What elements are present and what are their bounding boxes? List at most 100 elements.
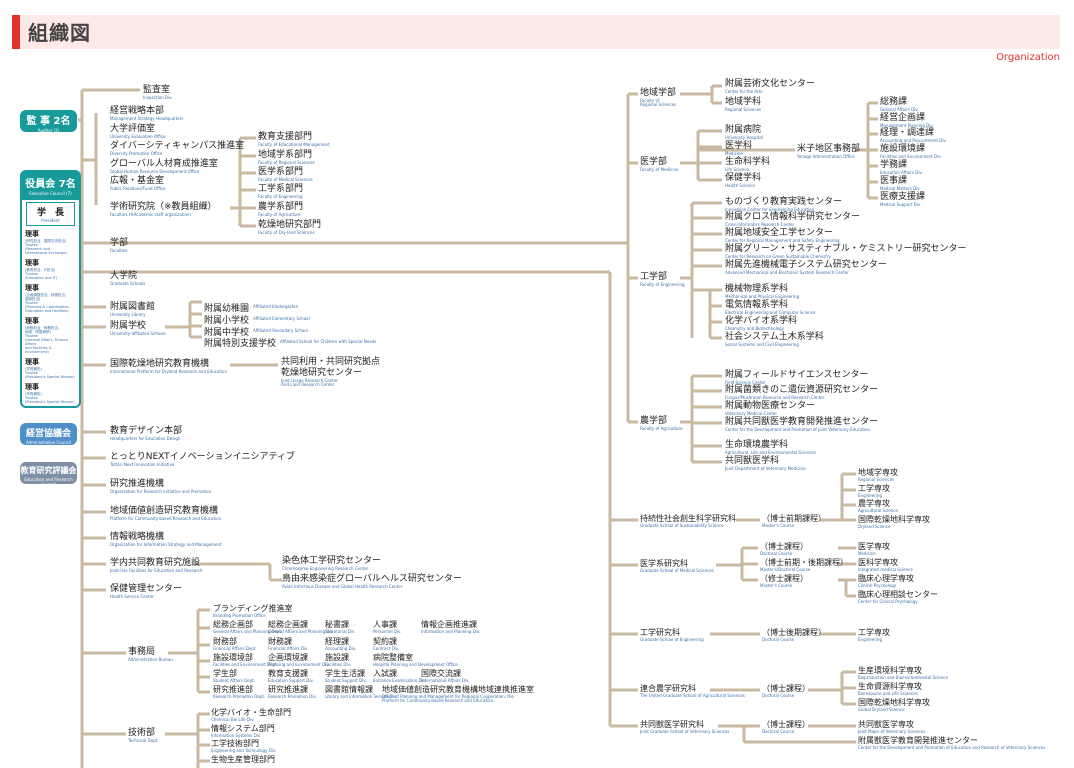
executive-council-box: 役員会 7名 Executive Council (7) 学 長 Preside… [20,170,81,408]
grad-sustainability-course: （博士前期課程）Master's Course [762,514,826,528]
trustee-1: 理事(研究担当、国際交流担当) Trustee (Research and In… [25,230,67,256]
tech-bio-production: 生物生産管理部門 [211,755,275,764]
trustee-2: 理事(教育担当、IT担当) Trustee (Education and IT) [25,259,58,281]
grad-medical-course-1: （博士前期・後期課程）Master's/Doctoral Course [760,558,848,572]
academic-research-institute: 学術研究院（※教員組織）Faculties (※Academic staff o… [110,202,217,217]
grad-medical-course-0: （博士課程）Doctoral Course [760,542,808,556]
grad-medical-course-2: （修士課程）Master's Course [760,574,808,588]
header-accent-bar [12,15,20,49]
arid-land-research-center: 共同利用・共同研究拠点 乾燥地研究センター Joint Usage Resear… [281,357,381,387]
trustee-6: 理事(学長補佐) Trustee (President's Special Mi… [25,383,75,405]
auditor-box: 監 事 2名 Auditor (2) [20,110,77,133]
trustee-5: 理事(学長補佐) Trustee (President's Special Mi… [25,358,75,380]
grad-engineering-course: （博士後期課程）Doctoral Course [762,628,826,642]
grad-joint-veterinary-course: （博士課程）Doctoral Course [762,720,810,734]
page-subtitle: Organization [996,52,1060,63]
education-research-council-box: 教育研究評議会 Education and Research Council [20,462,77,487]
president-box: 学 長 President [26,202,75,226]
